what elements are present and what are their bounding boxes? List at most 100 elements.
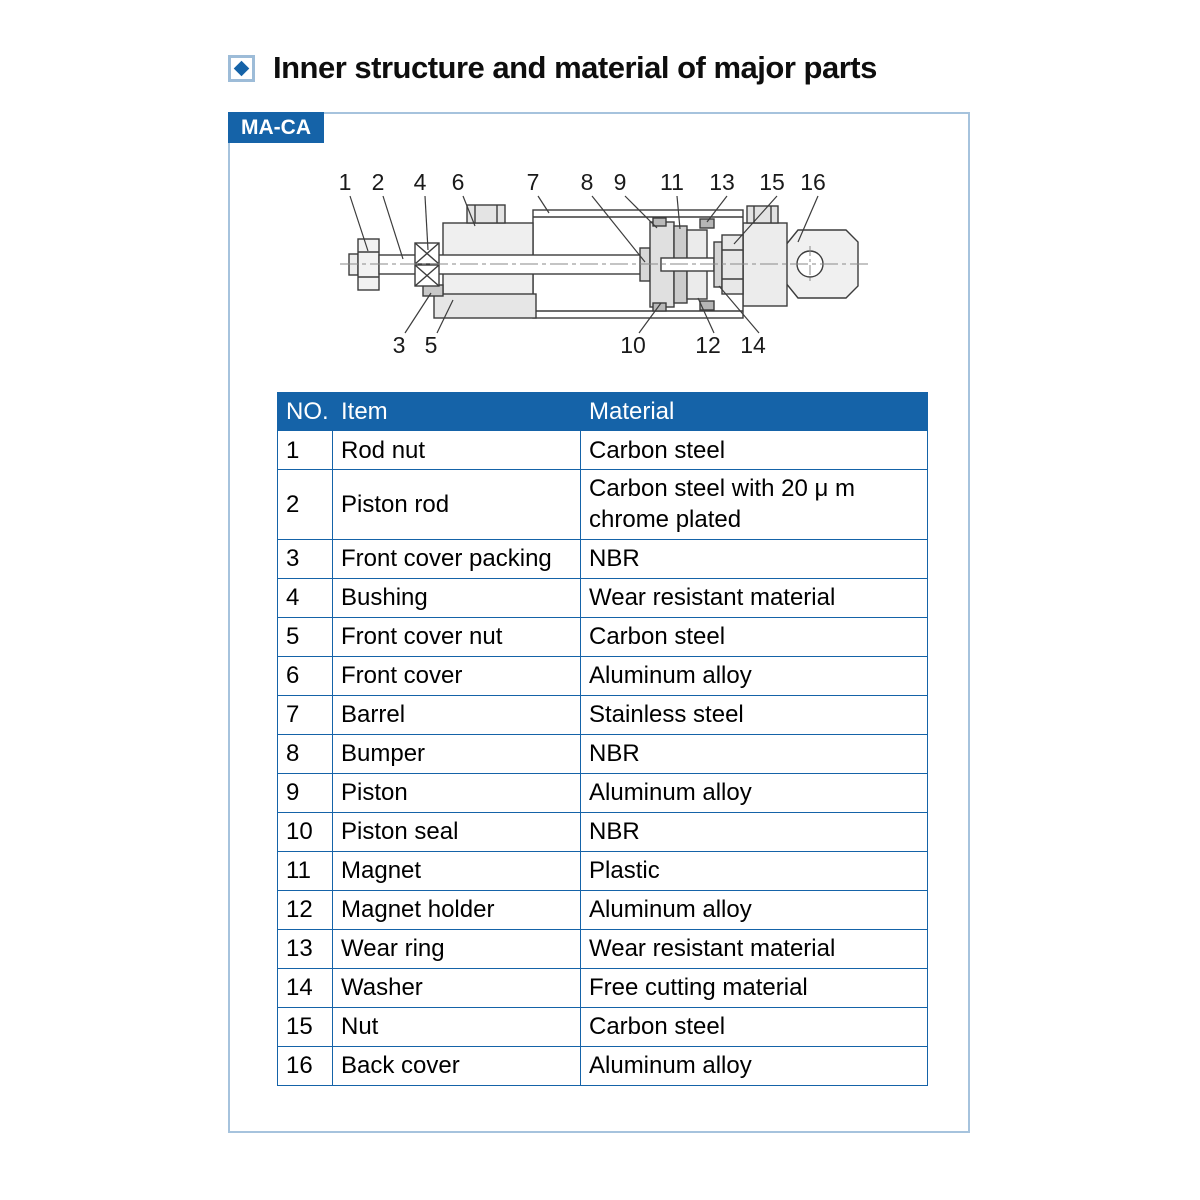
cell-no: 16 (277, 1045, 333, 1086)
cell-no: 3 (277, 538, 333, 579)
diamond-glyph (233, 60, 250, 76)
cell-item: Magnet holder (332, 889, 581, 930)
cell-material: Carbon steel (580, 616, 928, 657)
leader-line-16 (797, 195, 819, 243)
cell-item: Front cover (332, 655, 581, 696)
header-row: NO. Item Material (277, 391, 928, 432)
cell-material: Free cutting material (580, 967, 928, 1008)
leader-line-6 (462, 195, 476, 227)
leader-line-9 (624, 195, 658, 229)
cell-material: NBR (580, 733, 928, 774)
back-cover-shape (742, 205, 859, 307)
cell-material: Aluminum alloy (580, 1045, 928, 1086)
leader-line-10 (638, 302, 662, 334)
cell-material: Carbon steel (580, 1006, 928, 1047)
cell-no: 5 (277, 616, 333, 657)
header-no: NO. (277, 391, 333, 432)
cell-material: Aluminum alloy (580, 889, 928, 930)
leader-line-4 (424, 195, 429, 251)
callout-11: 11 (660, 169, 684, 195)
cell-item: Bushing (332, 577, 581, 618)
header-material: Material (580, 391, 928, 432)
wear-ring-bottom-shape (699, 300, 715, 311)
leader-line-12 (697, 297, 715, 334)
model-badge: MA-CA (228, 112, 324, 144)
leader-line-11 (676, 195, 681, 230)
callout-10: 10 (620, 332, 646, 358)
cell-no: 11 (277, 850, 333, 891)
callout-1: 1 (339, 169, 352, 195)
callout-2: 2 (372, 169, 385, 195)
cell-material: NBR (580, 811, 928, 852)
cell-material: Wear resistant material (580, 928, 928, 969)
cell-no: 4 (277, 577, 333, 618)
cell-material: Wear resistant material (580, 577, 928, 618)
leader-line-3 (404, 292, 432, 334)
leader-line-7 (537, 195, 550, 214)
cell-item: Front cover packing (332, 538, 581, 579)
cell-no: 7 (277, 694, 333, 735)
cell-item: Piston (332, 772, 581, 813)
cylinder-assembly (340, 204, 872, 319)
cell-item: Washer (332, 967, 581, 1008)
leader-line-13 (706, 195, 728, 223)
cell-material: Aluminum alloy (580, 655, 928, 696)
cell-no: 15 (277, 1006, 333, 1047)
cell-item: Piston rod (332, 469, 581, 540)
cell-item: Barrel (332, 694, 581, 735)
cell-no: 1 (277, 430, 333, 471)
callout-12: 12 (695, 332, 721, 358)
header-item: Item (332, 391, 581, 432)
cell-material: Stainless steel (580, 694, 928, 735)
cell-material: Plastic (580, 850, 928, 891)
cell-no: 14 (277, 967, 333, 1008)
cell-item: Front cover nut (332, 616, 581, 657)
leader-line-15 (733, 195, 778, 245)
cell-item: Piston seal (332, 811, 581, 852)
cell-no: 6 (277, 655, 333, 696)
callout-7: 7 (527, 169, 540, 195)
content-box: MA-CA (228, 112, 970, 1133)
callout-5: 5 (425, 332, 438, 358)
piston-seal-top-shape (652, 217, 667, 227)
callout-15: 15 (759, 169, 785, 195)
cell-item: Bumper (332, 733, 581, 774)
cell-item: Rod nut (332, 430, 581, 471)
cell-material: NBR (580, 538, 928, 579)
leader-line-8 (591, 195, 646, 263)
cell-item: Back cover (332, 1045, 581, 1086)
callout-14: 14 (740, 332, 766, 358)
leader-line-1 (349, 195, 369, 252)
section-title-row: Inner structure and material of major pa… (228, 50, 877, 86)
cell-no: 13 (277, 928, 333, 969)
wear-ring-top-shape (699, 218, 715, 229)
callout-9: 9 (614, 169, 627, 195)
callout-6: 6 (452, 169, 465, 195)
section-bullet-icon (228, 54, 255, 82)
cell-item: Wear ring (332, 928, 581, 969)
callout-3: 3 (393, 332, 406, 358)
leader-line-2 (382, 195, 404, 260)
cell-material: Carbon steel (580, 430, 928, 471)
parts-table-head: NO. Item Material (277, 391, 928, 432)
cell-no: 8 (277, 733, 333, 774)
cell-no: 12 (277, 889, 333, 930)
leader-line-14 (718, 285, 760, 334)
